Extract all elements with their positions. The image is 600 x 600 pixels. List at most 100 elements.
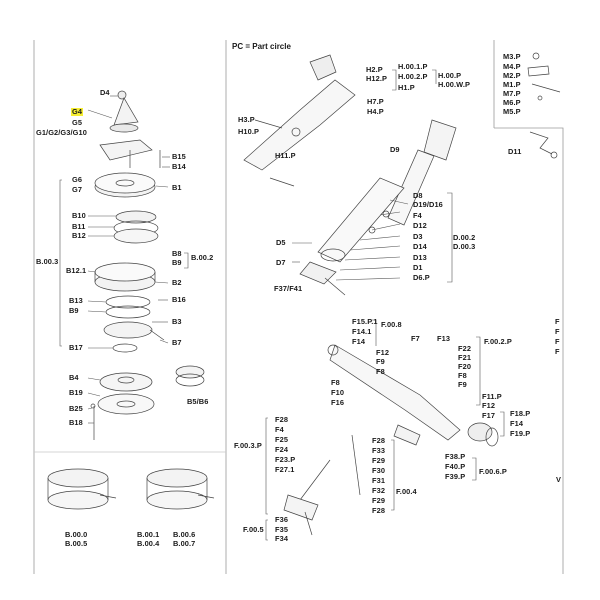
label-B19[interactable]: B19 bbox=[69, 388, 83, 397]
label-H002P[interactable]: H.00.2.P bbox=[398, 72, 428, 81]
label-B16[interactable]: B16 bbox=[172, 295, 186, 304]
label-F004[interactable]: F.00.4 bbox=[396, 487, 417, 496]
label-F28-b[interactable]: F28 bbox=[372, 436, 386, 445]
label-F9-a[interactable]: F9 bbox=[376, 357, 385, 366]
label-B12[interactable]: B12 bbox=[72, 231, 86, 240]
label-F10[interactable]: F10 bbox=[331, 388, 345, 397]
label-M5P[interactable]: M5.P bbox=[503, 107, 521, 116]
label-M6P[interactable]: M6.P bbox=[503, 98, 521, 107]
label-D1[interactable]: D1 bbox=[413, 263, 423, 272]
label-F14-1[interactable]: F14.1 bbox=[352, 327, 372, 336]
label-F8-c[interactable]: F8 bbox=[331, 378, 340, 387]
label-B18[interactable]: B18 bbox=[69, 418, 83, 427]
label-M3P[interactable]: M3.P bbox=[503, 52, 521, 61]
label-F39P[interactable]: F39.P bbox=[445, 472, 466, 481]
label-F20[interactable]: F20 bbox=[458, 362, 472, 371]
label-F19P[interactable]: F19.P bbox=[510, 429, 531, 438]
label-B006[interactable]: B.00.6 bbox=[173, 530, 196, 539]
label-B15[interactable]: B15 bbox=[172, 152, 186, 161]
label-H3P[interactable]: H3.P bbox=[238, 115, 255, 124]
label-F27-1[interactable]: F27.1 bbox=[275, 465, 295, 474]
label-F13[interactable]: F13 bbox=[437, 334, 451, 343]
label-F28-a[interactable]: F28 bbox=[275, 415, 289, 424]
label-H4P[interactable]: H4.P bbox=[367, 107, 384, 116]
label-F7[interactable]: F7 bbox=[411, 334, 420, 343]
label-F003P[interactable]: F.00.3.P bbox=[234, 441, 262, 450]
label-D14[interactable]: D14 bbox=[413, 242, 427, 251]
label-B11[interactable]: B11 bbox=[72, 222, 86, 231]
label-B000[interactable]: B.00.0 bbox=[65, 530, 88, 539]
label-B004[interactable]: B.00.4 bbox=[137, 539, 160, 548]
label-M4P[interactable]: M4.P bbox=[503, 62, 521, 71]
label-F14-b[interactable]: F14 bbox=[510, 419, 524, 428]
label-D19-D16[interactable]: D19/D16 bbox=[413, 200, 443, 209]
label-B2[interactable]: B2 bbox=[172, 278, 182, 287]
label-F31[interactable]: F31 bbox=[372, 476, 386, 485]
label-D12[interactable]: D12 bbox=[413, 221, 427, 230]
label-D5[interactable]: D5 bbox=[276, 238, 286, 247]
label-F28-c[interactable]: F28 bbox=[372, 506, 386, 515]
label-F17[interactable]: F17 bbox=[482, 411, 496, 420]
label-B3[interactable]: B3 bbox=[172, 317, 182, 326]
label-F8-a[interactable]: F8 bbox=[376, 367, 385, 376]
label-H12P[interactable]: H12.P bbox=[366, 74, 388, 83]
label-F8-b[interactable]: F8 bbox=[458, 371, 467, 380]
label-F37-F41[interactable]: F37/F41 bbox=[274, 284, 303, 293]
label-F38P[interactable]: F38.P bbox=[445, 452, 466, 461]
label-B13[interactable]: B13 bbox=[69, 296, 83, 305]
label-D7[interactable]: D7 bbox=[276, 258, 286, 267]
label-M2P[interactable]: M2.P bbox=[503, 71, 521, 80]
label-H1P[interactable]: H1.P bbox=[398, 83, 415, 92]
label-D9[interactable]: D9 bbox=[390, 145, 400, 154]
label-F006P[interactable]: F.00.6.P bbox=[479, 467, 507, 476]
label-F4[interactable]: F4 bbox=[413, 211, 422, 220]
label-F4-b[interactable]: F4 bbox=[275, 425, 284, 434]
label-M1P[interactable]: M1.P bbox=[503, 80, 521, 89]
label-F008[interactable]: F.00.8 bbox=[381, 320, 402, 329]
label-B007[interactable]: B.00.7 bbox=[173, 539, 196, 548]
label-H11P[interactable]: H11.P bbox=[275, 151, 296, 160]
label-D13[interactable]: D13 bbox=[413, 253, 427, 262]
label-F16[interactable]: F16 bbox=[331, 398, 345, 407]
label-B1[interactable]: B1 bbox=[172, 183, 182, 192]
label-F29-a[interactable]: F29 bbox=[372, 456, 386, 465]
label-G1-G10[interactable]: G1/G2/G3/G10 bbox=[36, 128, 87, 137]
label-B12-1[interactable]: B12.1 bbox=[66, 266, 87, 275]
label-B001[interactable]: B.00.1 bbox=[137, 530, 160, 539]
label-H001P[interactable]: H.00.1.P bbox=[398, 62, 428, 71]
label-H10P[interactable]: H10.P bbox=[238, 127, 260, 136]
label-F005[interactable]: F.00.5 bbox=[243, 525, 264, 534]
label-F25[interactable]: F25 bbox=[275, 435, 289, 444]
label-F11P[interactable]: F11.P bbox=[482, 392, 502, 401]
label-F12-a[interactable]: F12 bbox=[376, 348, 390, 357]
label-F30[interactable]: F30 bbox=[372, 466, 386, 475]
label-D3[interactable]: D3 bbox=[413, 232, 423, 241]
label-D6P[interactable]: D6.P bbox=[413, 273, 430, 282]
label-B4[interactable]: B4 bbox=[69, 373, 79, 382]
label-B9-upper[interactable]: B9 bbox=[172, 258, 182, 267]
label-D002[interactable]: D.00.2 bbox=[453, 233, 476, 242]
label-H7P[interactable]: H7.P bbox=[367, 97, 384, 106]
label-B002[interactable]: B.00.2 bbox=[191, 253, 214, 262]
label-B005[interactable]: B.00.5 bbox=[65, 539, 88, 548]
label-G4-highlighted[interactable]: G4 bbox=[71, 107, 84, 116]
label-F002P[interactable]: F.00.2.P bbox=[484, 337, 512, 346]
label-D11[interactable]: D11 bbox=[508, 147, 522, 156]
label-B7[interactable]: B7 bbox=[172, 338, 182, 347]
label-F32[interactable]: F32 bbox=[372, 486, 386, 495]
label-F21[interactable]: F21 bbox=[458, 353, 472, 362]
label-F34[interactable]: F34 bbox=[275, 534, 289, 543]
label-G7[interactable]: G7 bbox=[72, 185, 83, 194]
label-H00P[interactable]: H.00.P bbox=[438, 71, 462, 80]
label-B14[interactable]: B14 bbox=[172, 162, 186, 171]
label-F15P1[interactable]: F15.P.1 bbox=[352, 317, 378, 326]
label-F24[interactable]: F24 bbox=[275, 445, 289, 454]
label-G6[interactable]: G6 bbox=[72, 175, 83, 184]
label-D003[interactable]: D.00.3 bbox=[453, 242, 476, 251]
label-F40P[interactable]: F40.P bbox=[445, 462, 466, 471]
label-F14-a[interactable]: F14 bbox=[352, 337, 366, 346]
label-F29-b[interactable]: F29 bbox=[372, 496, 386, 505]
label-B8[interactable]: B8 bbox=[172, 249, 182, 258]
label-H00WP[interactable]: H.00.W.P bbox=[438, 80, 471, 89]
label-B5-B6[interactable]: B5/B6 bbox=[187, 397, 209, 406]
